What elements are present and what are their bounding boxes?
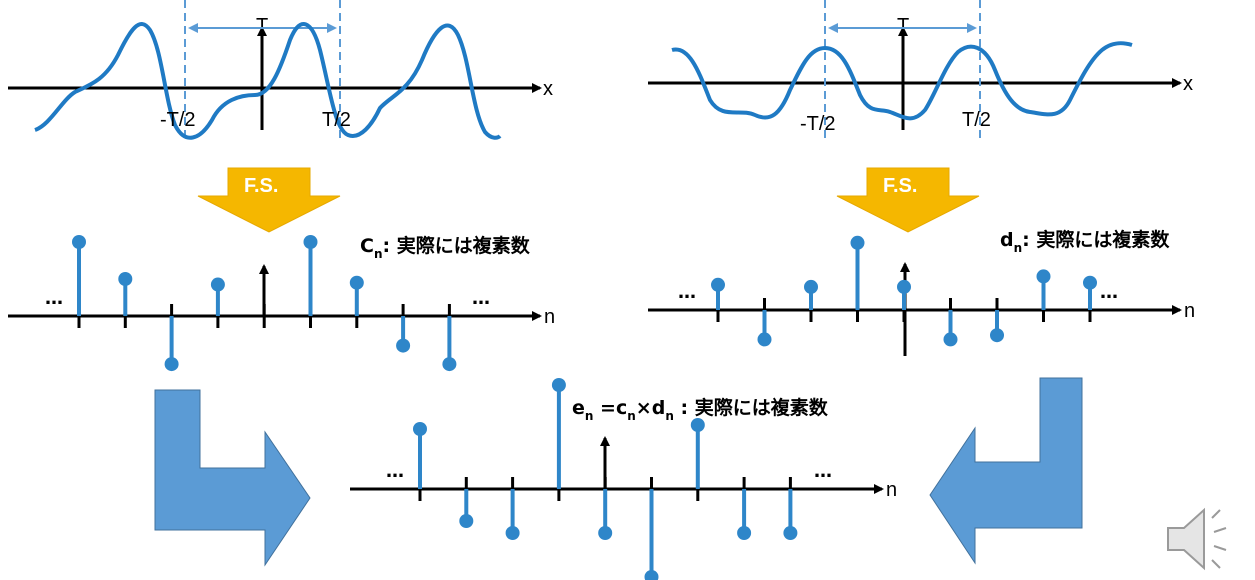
- dn-point: [1036, 269, 1051, 284]
- left-neg-half-label: -T/2: [160, 109, 196, 131]
- right-fs-arrow: F.S.: [836, 167, 980, 233]
- en-point: [598, 526, 613, 540]
- cn-n-label: n: [544, 306, 555, 328]
- right-x-label: x: [1183, 73, 1193, 95]
- dn-point: [1083, 275, 1097, 290]
- dn-point: [711, 277, 725, 292]
- speaker-icon[interactable]: [1167, 507, 1227, 571]
- dn-ellipsis-right: …: [1100, 282, 1118, 303]
- cn-point: [349, 275, 364, 290]
- left-x-label: x: [543, 78, 553, 100]
- en-stem-plot: n … … en =cn×dn : 実際には複素数: [350, 378, 897, 580]
- cn-point: [72, 235, 86, 249]
- right-signal-plot: x T -T/2 T/2: [648, 0, 1193, 140]
- cn-ellipsis-right: …: [472, 288, 490, 309]
- left-period-arrow-head-left: [188, 23, 198, 33]
- cn-ellipsis-left: …: [45, 288, 63, 309]
- dn-label: dn: 実際には複素数: [1000, 228, 1170, 255]
- cn-label: Cn: 実際には複素数: [360, 234, 531, 261]
- cn-point: [210, 277, 225, 292]
- dn-point: [990, 328, 1004, 343]
- right-merge-arrow: [929, 377, 1083, 565]
- right-neg-half-label: -T/2: [800, 113, 836, 135]
- left-period-arrow-head-right: [327, 23, 337, 33]
- left-fs-label: F.S.: [244, 175, 278, 197]
- left-merge-arrow: [154, 389, 311, 567]
- cn-point: [396, 338, 411, 353]
- cn-point: [118, 272, 133, 286]
- right-fs-label: F.S.: [883, 175, 917, 197]
- dn-point: [943, 332, 958, 347]
- dn-point: [850, 235, 865, 250]
- en-point: [783, 526, 798, 540]
- en-ellipsis-right: …: [814, 461, 832, 482]
- left-pos-half-label: T/2: [322, 109, 351, 131]
- en-point: [737, 526, 752, 540]
- right-period-arrow-head-left: [828, 23, 838, 33]
- right-pos-half-label: T/2: [962, 109, 991, 131]
- en-point: [644, 570, 659, 580]
- cn-point: [442, 357, 457, 372]
- en-point: [413, 422, 427, 436]
- left-signal-plot: x T -T/2 T/2: [8, 0, 553, 140]
- dn-point: [757, 332, 772, 347]
- right-period-arrow-head-right: [967, 23, 977, 33]
- cn-point: [303, 235, 318, 249]
- dn-n-label: n: [1184, 300, 1195, 322]
- dn-stem-plot: n … … dn: 実際には複素数: [648, 228, 1195, 356]
- en-point: [690, 418, 705, 432]
- left-fs-arrow: F.S.: [197, 167, 341, 233]
- dn-ellipsis-left: …: [678, 282, 696, 303]
- dn-point: [804, 279, 818, 294]
- dn-point: [897, 279, 911, 294]
- en-point: [551, 378, 566, 392]
- right-t-label: T: [897, 15, 909, 37]
- right-signal-curve: [671, 41, 1133, 121]
- en-point: [505, 526, 520, 540]
- cn-point: [164, 357, 179, 372]
- left-signal-curve: [34, 22, 502, 140]
- en-point: [459, 514, 474, 528]
- en-label: en =cn×dn : 実際には複素数: [572, 396, 829, 423]
- left-t-label: T: [256, 15, 268, 37]
- cn-stem-plot: n … … Cn: 実際には複素数: [8, 234, 555, 372]
- en-ellipsis-left: …: [386, 461, 404, 482]
- en-n-label: n: [886, 479, 897, 501]
